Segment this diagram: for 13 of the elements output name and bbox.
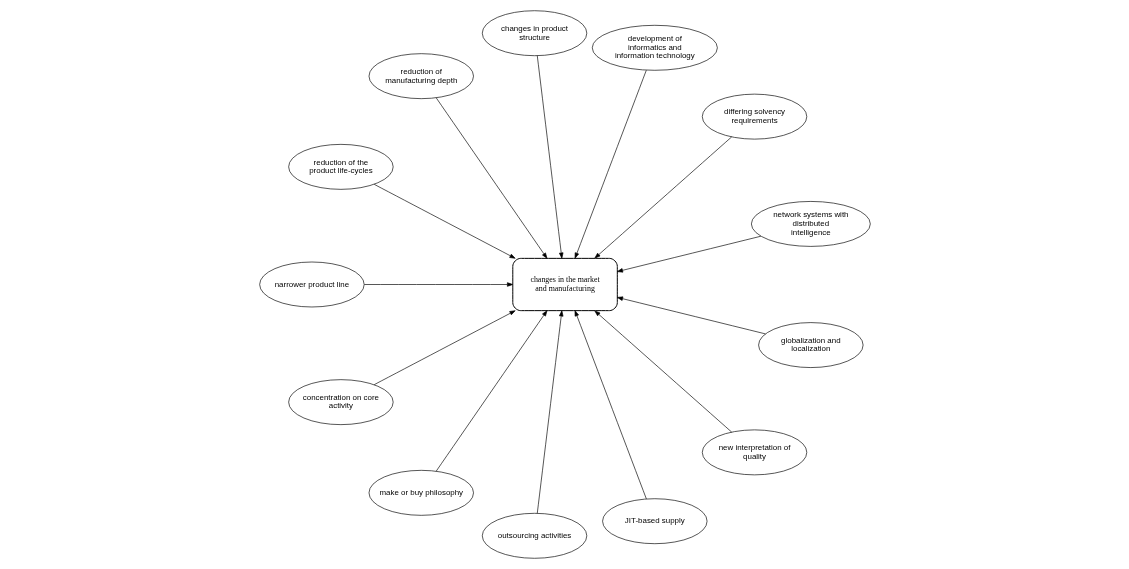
arrow [616,296,766,335]
arrow [616,235,761,273]
arrow [574,310,647,500]
arrow [536,55,563,259]
arrow [373,184,515,259]
arrow [594,310,732,433]
arrow [435,97,547,259]
arrow [574,69,647,259]
arrow [594,136,732,259]
arrow [435,310,547,472]
arrow [373,310,515,385]
arrow [536,310,563,514]
arrow [363,282,513,287]
